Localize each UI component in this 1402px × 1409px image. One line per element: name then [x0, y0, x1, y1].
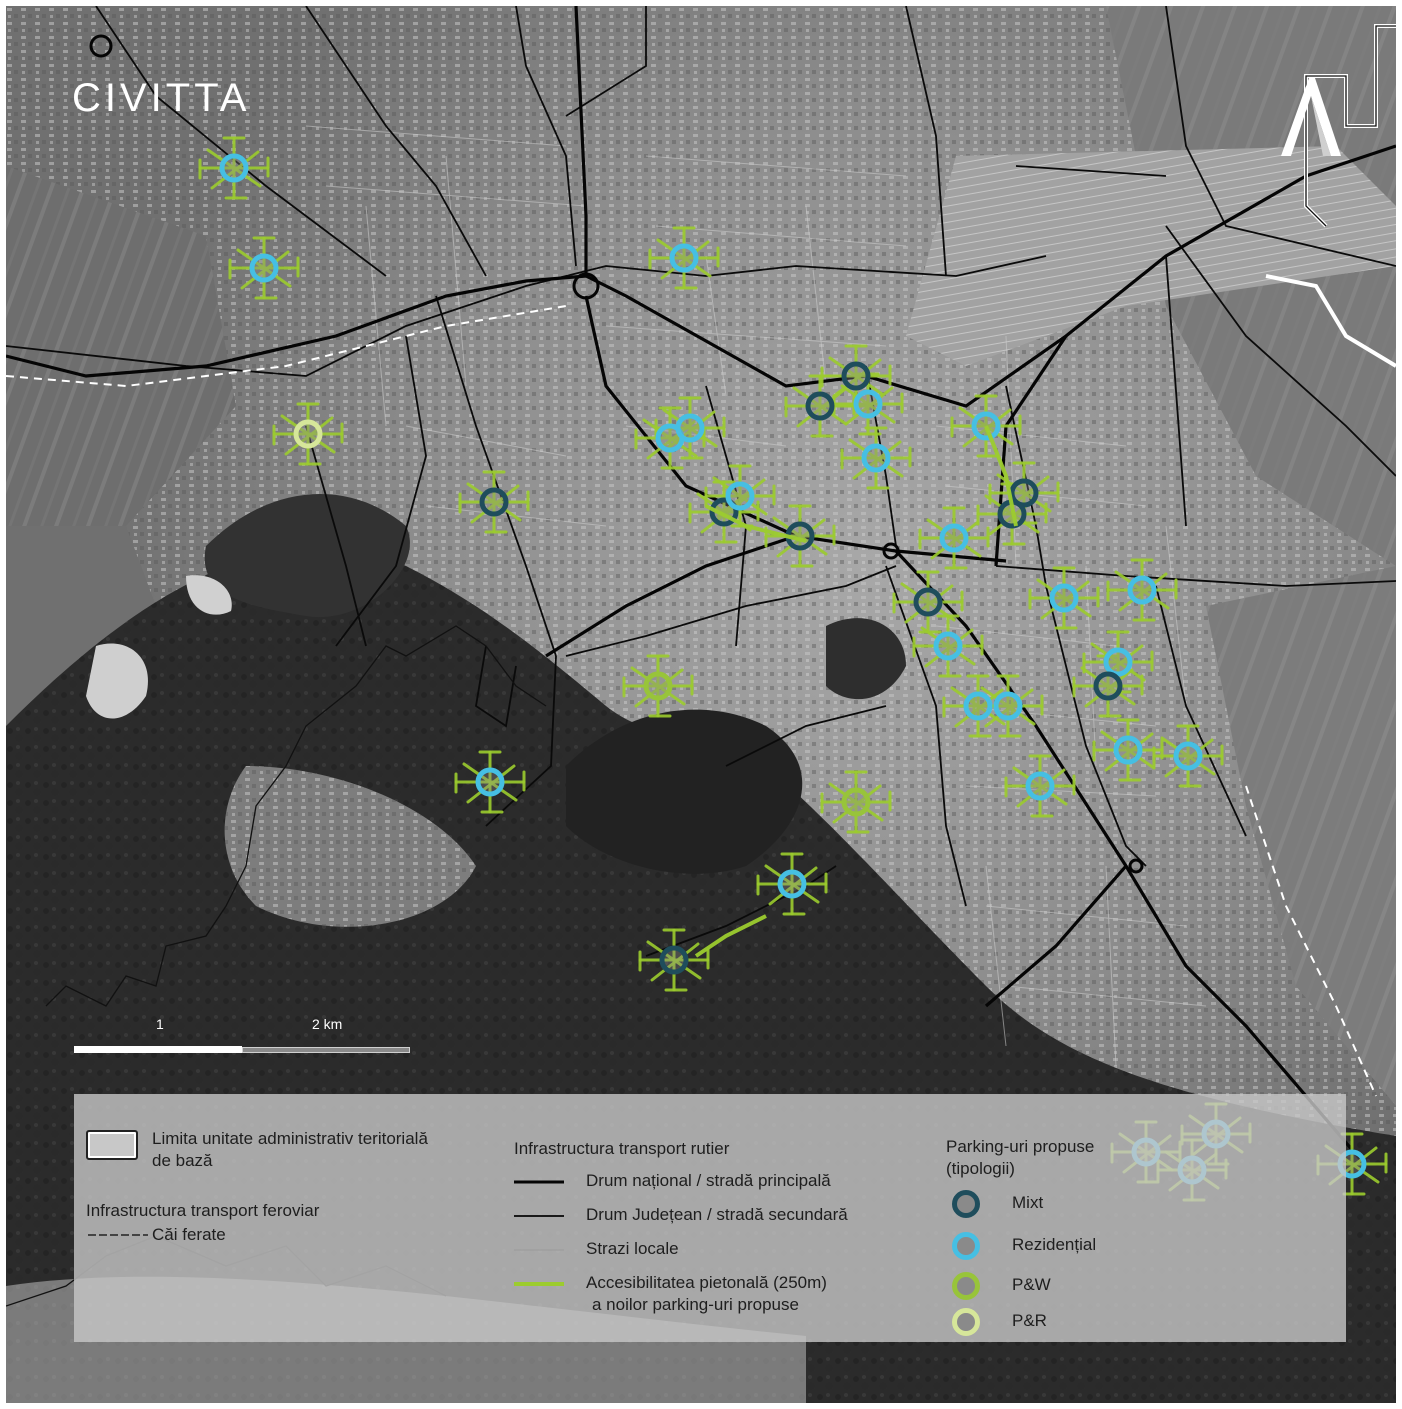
pw-ring-icon: [952, 1272, 980, 1300]
legend-parking-mixt: Mixt: [1012, 1193, 1044, 1212]
walk-buffer-4: [458, 470, 530, 534]
parking-marker-mixt[interactable]: [913, 587, 943, 617]
legend-parking-title-1: Parking-uri propuse: [946, 1137, 1095, 1156]
parking-marker-rezidential[interactable]: [933, 631, 963, 661]
parking-marker-rezidential[interactable]: [475, 767, 505, 797]
legend-parking-pr: P&R: [1012, 1311, 1047, 1330]
parking-marker-rezidential[interactable]: [963, 691, 993, 721]
legend-road-local: Strazi locale: [586, 1239, 679, 1258]
parking-marker-rezidential[interactable]: [669, 243, 699, 273]
walk-buffer-11: [704, 464, 776, 528]
legend-pedestrian-2: a noilor parking-uri propuse: [592, 1295, 799, 1314]
parking-marker-rezidential[interactable]: [777, 869, 807, 899]
legend-panel: Limita unitate administrativ teritorială…: [74, 1094, 1346, 1342]
walk-buffer-28: [1004, 754, 1076, 818]
railways: [6, 305, 1377, 1097]
walk-buffer-29: [454, 750, 526, 814]
parking-marker-mixt[interactable]: [841, 361, 871, 391]
road-swatches: [514, 1180, 564, 1286]
parking-marker-rezidential[interactable]: [249, 253, 279, 283]
legend-rail-item: Căi ferate: [152, 1225, 226, 1244]
parking-marker-rezidential[interactable]: [861, 443, 891, 473]
parking-marker-rezidential[interactable]: [1173, 741, 1203, 771]
walk-buffer-2: [648, 226, 720, 290]
walk-buffer-19: [892, 570, 964, 634]
parking-marker-rezidential[interactable]: [993, 691, 1023, 721]
walk-corridors: [694, 425, 1018, 958]
map-canvas[interactable]: [6, 6, 1396, 1403]
parking-marker-rezidential[interactable]: [1127, 575, 1157, 605]
secondary-roads: [6, 6, 1396, 957]
legend-road-secondary: Drum Județean / stradă secundară: [586, 1205, 848, 1224]
pr-ring-icon: [952, 1308, 980, 1336]
legend-parking-rezidential: Rezidențial: [1012, 1235, 1097, 1254]
parking-marker-mixt[interactable]: [1009, 478, 1039, 508]
parking-marker-mixt[interactable]: [1093, 671, 1123, 701]
parking-marker-pw[interactable]: [643, 671, 673, 701]
scale-label-1: 1: [156, 1016, 164, 1032]
walk-buffer-31: [756, 852, 828, 916]
parking-marker-rezidential[interactable]: [853, 389, 883, 419]
walk-buffer-27: [1152, 724, 1224, 788]
parking-marker-rezidential[interactable]: [1113, 735, 1143, 765]
parking-marker-rezidential[interactable]: [1103, 647, 1133, 677]
walk-buffer-20: [1106, 558, 1178, 622]
map-frame: CIVITTA 1 2 km Limita unitate administra…: [6, 6, 1396, 1403]
parking-marker-rezidential[interactable]: [1049, 583, 1079, 613]
walk-buffer-24: [972, 674, 1044, 738]
walk-buffer-30: [622, 654, 694, 718]
legend-parking-title-2: (tipologii): [946, 1159, 1015, 1178]
walk-buffer-26: [1092, 718, 1164, 782]
walk-buffer-21: [912, 614, 984, 678]
parking-marker-rezidential[interactable]: [675, 413, 705, 443]
legend-admin-boundary: Limita unitate administrativ teritorială…: [152, 1129, 428, 1170]
brand-mark-icon: [1281, 78, 1341, 156]
parking-marker-rezidential[interactable]: [939, 523, 969, 553]
scale-label-2: 2 km: [312, 1016, 343, 1032]
parking-marker-mixt[interactable]: [659, 945, 689, 975]
scale-bar-segment-1: [74, 1046, 242, 1053]
walk-buffer-32: [820, 770, 892, 834]
parking-marker-rezidential[interactable]: [219, 153, 249, 183]
legend-road-main: Drum național / stradă principală: [586, 1171, 831, 1190]
walk-buffer-18: [1028, 566, 1100, 630]
admin-boundary-swatch: [86, 1130, 138, 1160]
parking-marker-rezidential[interactable]: [725, 481, 755, 511]
civitta-logo: CIVITTA: [72, 76, 251, 120]
legend-rail-title: Infrastructura transport feroviar: [86, 1201, 320, 1220]
rail-swatch-icon: [88, 1234, 148, 1236]
mixt-ring-icon: [952, 1190, 980, 1218]
rezidential-ring-icon: [952, 1232, 980, 1260]
legend-road-title: Infrastructura transport rutier: [514, 1139, 730, 1158]
walk-buffer-12: [840, 426, 912, 490]
parking-marker-mixt[interactable]: [805, 391, 835, 421]
scale-bar-segment-2: [242, 1047, 410, 1053]
walk-buffer-34: [638, 928, 710, 992]
roundabouts: [89, 34, 1144, 874]
walk-buffer-1: [228, 236, 300, 300]
walk-buffer-15: [918, 506, 990, 570]
parking-marker-rezidential[interactable]: [1025, 771, 1055, 801]
parking-marker-pw[interactable]: [841, 787, 871, 817]
walk-buffer-9: [820, 344, 892, 408]
local-streets: [305, 125, 1207, 1067]
parking-marker-mixt[interactable]: [479, 487, 509, 517]
legend-pedestrian-1: Accesibilitatea pietonală (250m): [586, 1273, 827, 1292]
walk-buffer-3: [272, 402, 344, 466]
parking-marker-pr[interactable]: [293, 419, 323, 449]
walk-buffer-0: [198, 136, 270, 200]
legend-parking-pw: P&W: [1012, 1275, 1051, 1294]
